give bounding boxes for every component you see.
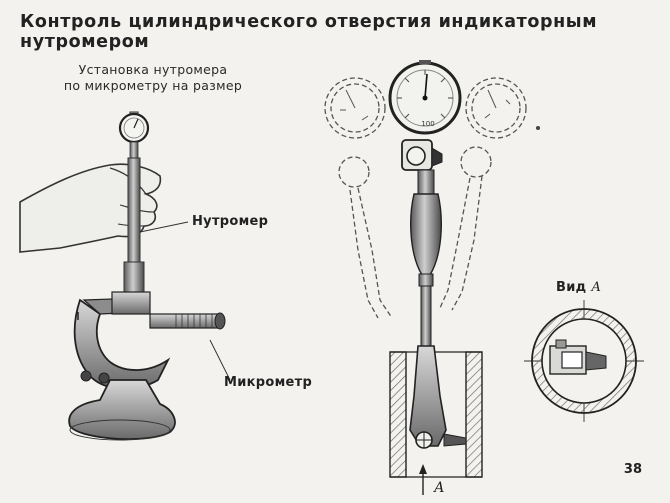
view-a-illustration xyxy=(524,300,644,422)
setup-caption-line1: Установка нутромера xyxy=(78,62,228,77)
ghost-dial-left xyxy=(324,77,386,139)
dial-scale-text: 100 xyxy=(421,120,434,128)
gauge-handle xyxy=(410,193,442,276)
small-dial-indicator xyxy=(118,111,150,159)
page-number: 38 xyxy=(623,462,642,477)
ghost-dial-right xyxy=(465,77,527,139)
bore-gauge-swing-illustration: 100 А xyxy=(324,60,540,496)
view-arrow xyxy=(419,464,427,495)
setup-caption: Установка нутромера по микрометру на раз… xyxy=(58,62,248,94)
bore-gauge-leader xyxy=(139,221,189,233)
micrometer-leader xyxy=(209,339,231,381)
measuring-head xyxy=(409,345,447,447)
view-a-label: Вид А xyxy=(556,280,601,295)
workpiece-bore-section xyxy=(389,351,483,478)
view-letter: А xyxy=(591,280,602,295)
bore-gauge-label: Нутромер xyxy=(192,214,269,229)
setup-caption-line2: по микрометру на размер xyxy=(63,78,243,93)
view-word: Вид xyxy=(556,280,587,295)
micrometer-stand xyxy=(68,379,176,440)
micrometer-spindle xyxy=(149,313,219,329)
gauge-extension-rod xyxy=(420,285,432,347)
bore-gauge-setup-illustration xyxy=(19,111,231,441)
section-letter: А xyxy=(433,480,445,496)
page-title: Контроль цилиндрического отверстия индик… xyxy=(20,12,598,52)
micrometer-frame xyxy=(73,298,171,390)
hand-shape xyxy=(19,163,162,253)
gauge-head xyxy=(401,139,443,171)
main-dial-indicator: 100 xyxy=(388,60,462,135)
micrometer-label: Микрометр xyxy=(224,375,313,390)
